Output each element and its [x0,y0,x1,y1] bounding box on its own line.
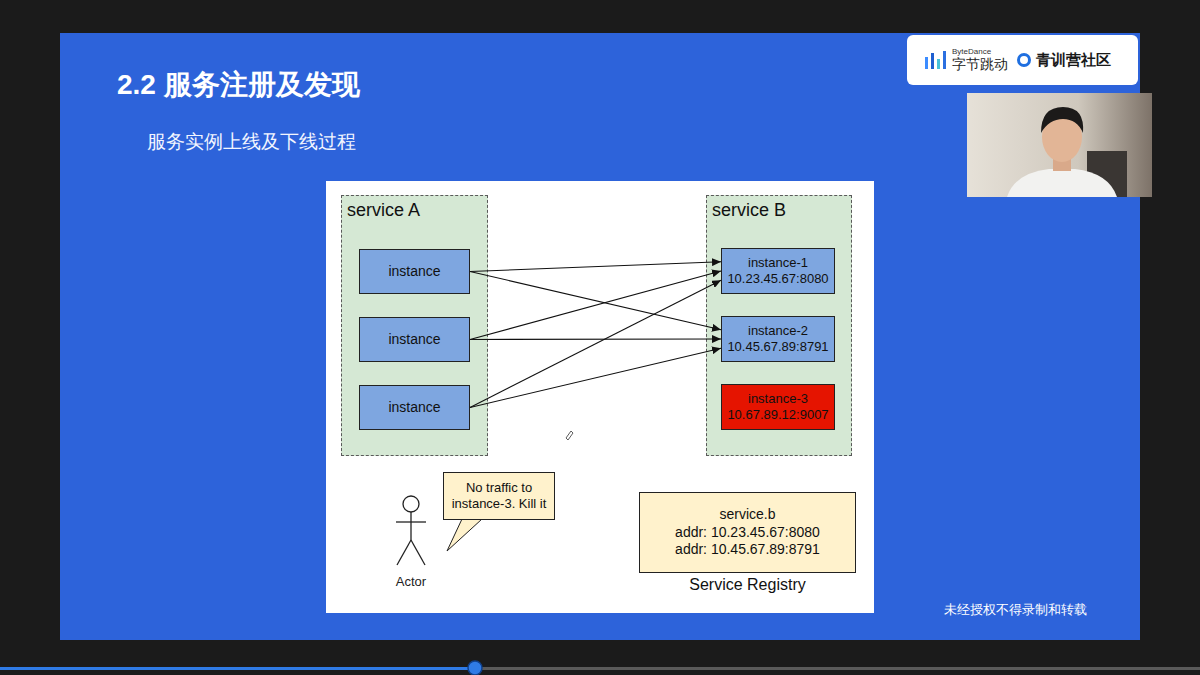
logo-small-text: ByteDance [952,48,1008,56]
figure-head [403,496,419,512]
community-ring [1019,55,1030,66]
instance-box: instance [359,317,470,362]
call-arrow [470,348,721,407]
instance-box: instance-210.45.67.89:8791 [721,316,835,362]
progress-bar [0,660,1200,675]
instance-name: instance-1 [748,255,808,271]
speech-callout: No traffic to instance-3. Kill it [443,472,555,520]
instance-box: instance [359,385,470,430]
watermark: 未经授权不得录制和转载 [944,601,1087,619]
progress-knob [468,661,482,675]
group-title: service A [342,196,487,221]
progress-done [0,667,475,670]
logo-brand-text: 字节跳动 [952,57,1008,72]
icon-bar [943,51,946,69]
call-arrow [470,272,721,330]
call-arrow [470,262,721,272]
slide-title: 2.2 服务注册及发现 [117,66,360,104]
registry-entry: service.b [719,506,775,524]
instance-name: instance [388,399,440,417]
person-shirt [1007,169,1117,197]
callout-tail [447,519,482,551]
call-arrow [470,280,721,407]
figure-arms [396,521,426,522]
logo-panel: ByteDance字节跳动 青训营社区 [907,35,1138,85]
actor-label: Actor [381,574,441,589]
instance-name: instance-2 [748,323,808,339]
instance-address: 10.23.45.67:8080 [727,271,828,287]
registry-box: service.baddr: 10.23.45.67:8080addr: 10.… [639,492,856,599]
logo-community-text: 青训营社区 [1036,51,1111,70]
community-icon [1016,52,1032,68]
progress-track [0,667,1200,670]
service-group: service Binstance-110.23.45.67:8080insta… [706,195,852,456]
registry-entry: addr: 10.45.67.89:8791 [675,541,820,559]
slide-subtitle: 服务实例上线及下线过程 [147,129,356,155]
registry-caption: Service Registry [639,576,856,594]
callout-text: No traffic to instance-3. Kill it [448,480,550,513]
instance-name: instance [388,331,440,349]
instance-name: instance-3 [748,391,808,407]
bytedance-icon [925,51,947,69]
call-arrow [470,271,721,340]
icon-bar [925,57,928,69]
person-hair [1041,107,1083,133]
instance-address: 10.67.89.12:9007 [727,407,828,423]
instance-address: 10.45.67.89:8791 [727,339,828,355]
instance-box: instance-310.67.89.12:9007 [721,384,835,430]
webcam-picture [967,93,1152,197]
icon-bar [937,59,940,69]
pen-cursor [566,431,573,440]
figure-leg [397,540,411,565]
instance-name: instance [388,263,440,281]
service-group: service A instance instance instance [341,195,488,456]
stick-figure [396,496,426,565]
instance-box: instance-110.23.45.67:8080 [721,248,835,294]
registry-entry: addr: 10.23.45.67:8080 [675,524,820,542]
registry-frame: service.baddr: 10.23.45.67:8080addr: 10.… [639,492,856,573]
icon-bar [931,53,934,69]
logo-words: ByteDance字节跳动 [952,48,1008,71]
webcam-backdrop [967,93,1152,197]
figure-body [410,512,411,540]
figure-leg [411,540,425,565]
call-arrow [470,338,721,340]
group-title: service B [707,196,851,221]
instance-box: instance [359,249,470,294]
